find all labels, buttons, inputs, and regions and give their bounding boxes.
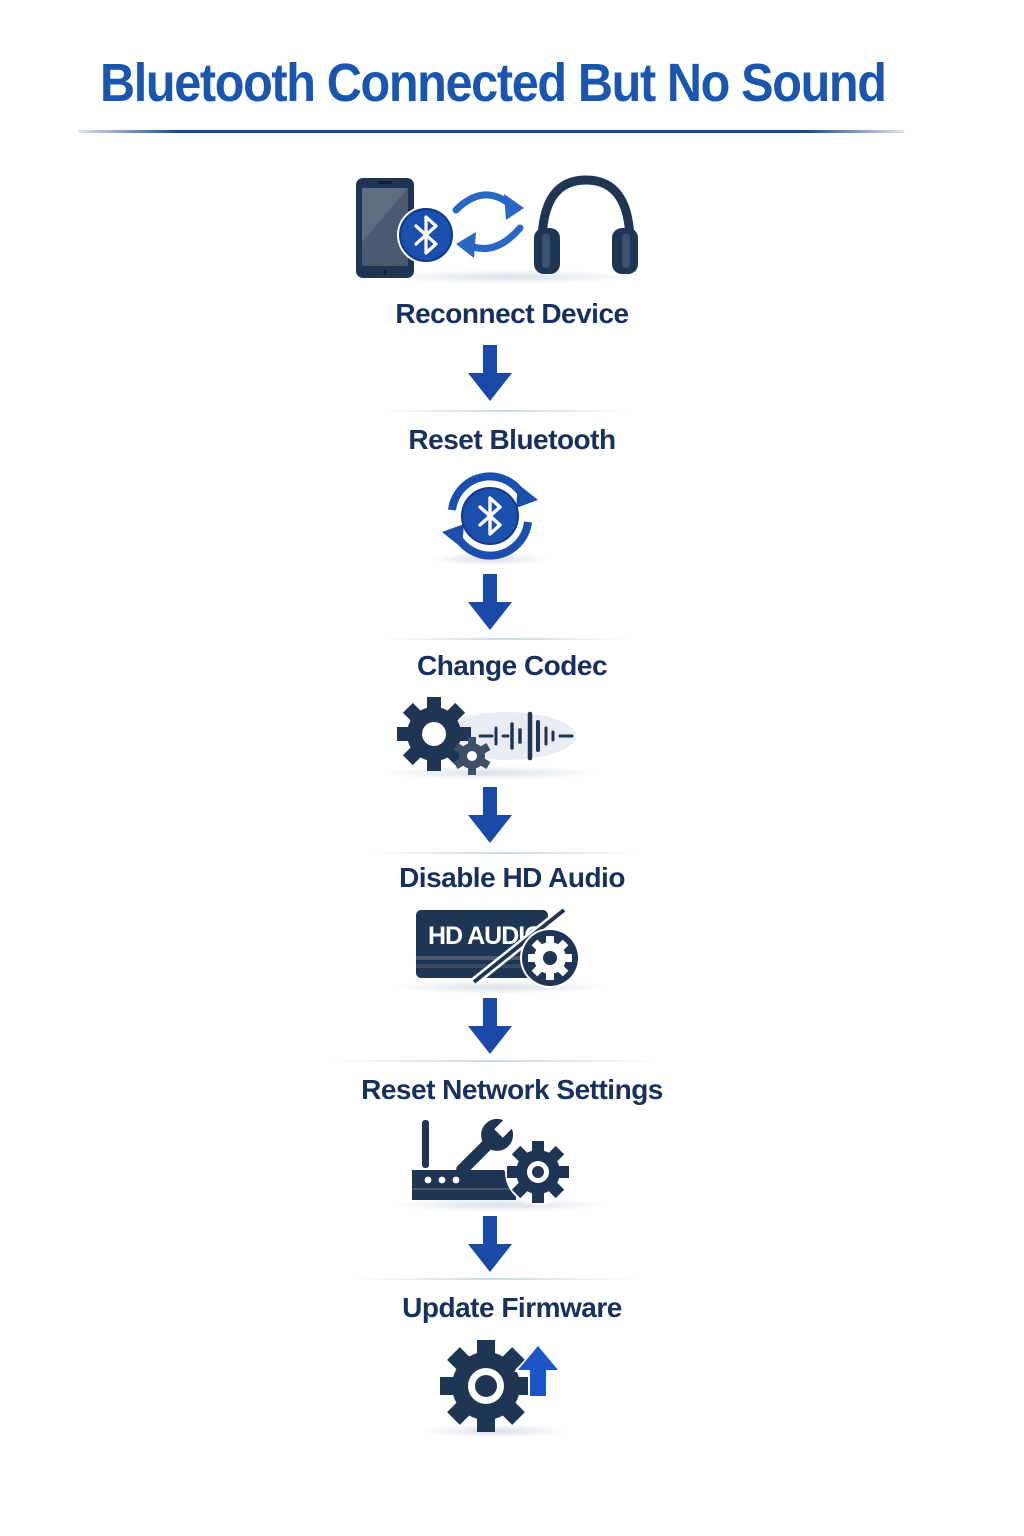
step-divider — [380, 638, 630, 640]
upload-arrow-icon — [514, 1344, 562, 1398]
step-label-update-firmware: Update Firmware — [402, 1292, 622, 1323]
smartphone-icon — [356, 178, 414, 278]
down-arrow-icon — [468, 787, 512, 843]
icon-shadow — [380, 270, 640, 284]
step-divider — [350, 1278, 640, 1280]
down-arrow-icon — [468, 998, 512, 1054]
headphones-icon — [534, 175, 638, 274]
gear-icon — [505, 1139, 571, 1205]
update-firmware-illustration — [440, 1340, 562, 1432]
step-divider — [380, 410, 630, 412]
codec-illustration — [397, 697, 576, 775]
bluetooth-refresh-icon — [442, 472, 538, 560]
step-label-reset-bluetooth: Reset Bluetooth — [408, 424, 616, 455]
disable-hd-audio-illustration: HD AUDIO — [416, 906, 580, 988]
gear-icon — [520, 928, 580, 988]
down-arrow-icon — [468, 1216, 512, 1272]
step-label-reset-network-settings: Reset Network Settings — [361, 1074, 663, 1105]
gear-icon — [440, 1340, 532, 1432]
wrench-icon — [456, 1116, 516, 1176]
icon-shadow — [390, 1198, 610, 1212]
bluetooth-icon — [397, 206, 455, 264]
step-divider — [370, 852, 640, 854]
down-arrow-icon — [468, 574, 512, 630]
reconnect-device-illustration — [356, 175, 638, 278]
waveform-icon — [478, 711, 574, 761]
down-arrow-icon — [468, 345, 512, 401]
title-underline — [78, 130, 904, 133]
step-divider — [330, 1060, 660, 1062]
step-label-disable-hd-audio: Disable HD Audio — [399, 862, 625, 893]
step-label-change-codec: Change Codec — [416, 650, 608, 681]
reset-network-illustration — [412, 1116, 571, 1205]
hd-audio-badge-icon: HD AUDIO — [416, 906, 567, 986]
sync-arrows-icon — [452, 191, 524, 258]
router-icon — [412, 1120, 516, 1200]
page-title: Bluetooth Connected But No Sound — [100, 53, 887, 113]
step-label-reconnect-device: Reconnect Device — [395, 298, 629, 329]
